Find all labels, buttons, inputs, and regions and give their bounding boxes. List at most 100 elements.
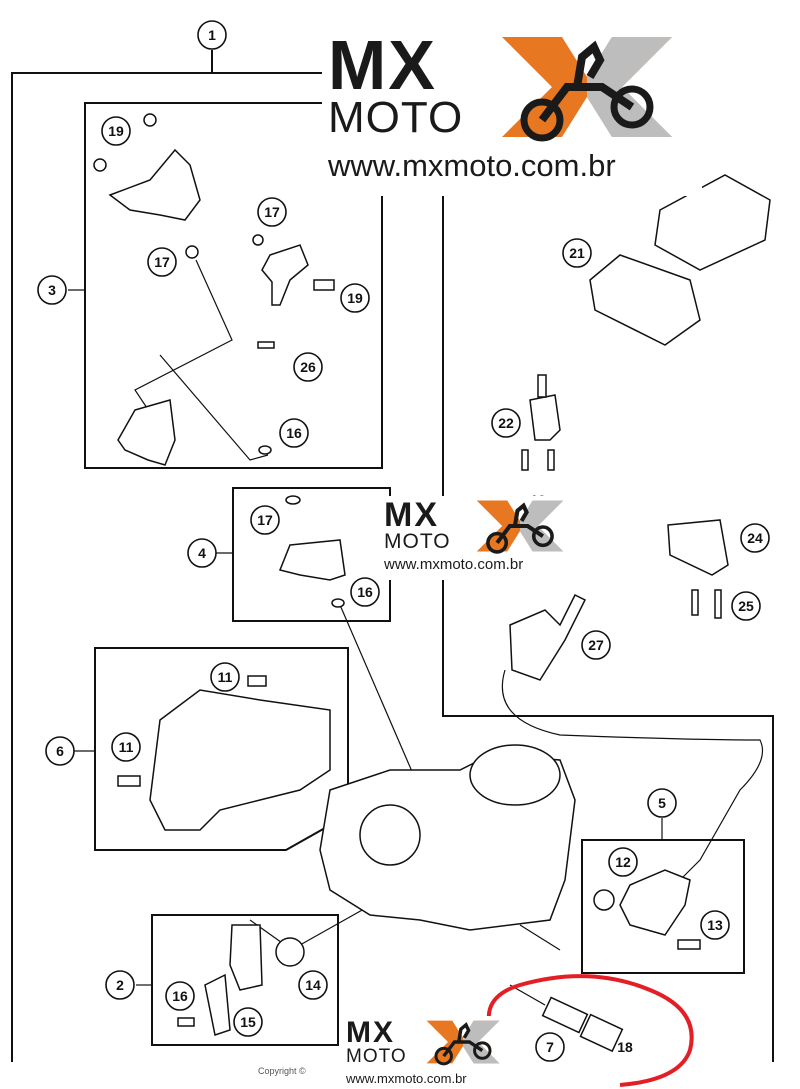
throttle-cover xyxy=(149,689,331,831)
svg-text:4: 4 xyxy=(198,545,206,561)
brand-mx: MX xyxy=(384,496,439,534)
svg-text:1: 1 xyxy=(208,27,216,43)
callout-11b: 11 xyxy=(111,732,141,762)
bolt-25a xyxy=(691,589,699,616)
oring-14 xyxy=(275,937,305,967)
pin-26 xyxy=(257,341,275,349)
ecu-lower xyxy=(589,254,701,346)
callout-3: 3 xyxy=(37,275,67,305)
callout-25: 25 xyxy=(731,591,761,621)
brand-moto: MOTO xyxy=(328,93,464,142)
seal-18 xyxy=(331,598,345,608)
svg-text:16: 16 xyxy=(286,425,302,441)
callout-16c: 16 xyxy=(350,577,380,607)
bracket-part xyxy=(108,148,201,221)
svg-text:7: 7 xyxy=(546,1039,554,1055)
svg-text:25: 25 xyxy=(738,598,754,614)
svg-text:2: 2 xyxy=(116,977,124,993)
screw-16 xyxy=(177,1017,195,1027)
svg-text:11: 11 xyxy=(218,669,233,685)
screw-11b xyxy=(117,775,141,787)
lever-15 xyxy=(204,973,231,1036)
watermark-logo-mid: MX MOTO www.mxmoto.com.br xyxy=(378,496,578,580)
svg-text:11: 11 xyxy=(119,739,134,755)
callout-19b: 19 xyxy=(340,283,370,313)
idle-sensor xyxy=(619,869,691,936)
pressure-sensor xyxy=(261,244,309,306)
callout-18: 18 xyxy=(617,1039,633,1055)
svg-text:21: 21 xyxy=(569,245,585,261)
callout-22: 22 xyxy=(491,408,521,438)
motocross-rider-icon xyxy=(426,1020,500,1066)
callout-26: 26 xyxy=(293,352,323,382)
callout-24: 24 xyxy=(740,523,770,553)
svg-text:14: 14 xyxy=(305,977,321,993)
motocross-rider-icon xyxy=(502,37,672,142)
svg-text:22: 22 xyxy=(498,415,514,431)
sensor-22 xyxy=(529,394,561,441)
oring-12 xyxy=(593,889,615,911)
svg-text:19: 19 xyxy=(108,123,124,139)
brand-url: www.mxmoto.com.br xyxy=(384,556,524,573)
callout-21: 21 xyxy=(562,238,592,268)
throttle-pulley xyxy=(359,804,421,866)
callout-5: 5 xyxy=(647,788,677,818)
injector-line-a xyxy=(134,259,233,421)
svg-text:17: 17 xyxy=(264,204,280,220)
tps-sensor xyxy=(229,924,263,991)
injector-line-b xyxy=(159,354,269,461)
svg-text:17: 17 xyxy=(154,254,170,270)
valve-7-body xyxy=(541,996,589,1034)
bolt-19c xyxy=(313,279,335,291)
brand-moto: MOTO xyxy=(346,1046,407,1067)
oring-17a xyxy=(185,245,199,259)
callout-17a: 17 xyxy=(257,197,287,227)
injector-4 xyxy=(278,539,346,581)
callout-13: 13 xyxy=(700,910,730,940)
assembly-frame xyxy=(11,72,330,1062)
brand-moto: MOTO xyxy=(384,530,451,553)
brand-url: www.mxmoto.com.br xyxy=(346,1071,467,1086)
callout-17c: 17 xyxy=(250,505,280,535)
sensor-24 xyxy=(667,519,729,576)
leader-12-14 xyxy=(249,919,286,946)
ecu-upper xyxy=(654,174,771,271)
seal-16a xyxy=(258,445,272,455)
oring-17c xyxy=(285,495,301,505)
svg-text:17: 17 xyxy=(257,512,273,528)
callout-7: 7 xyxy=(535,1032,565,1062)
frame-right xyxy=(442,190,774,1062)
svg-text:15: 15 xyxy=(240,1014,256,1030)
sensor-27 xyxy=(509,593,587,681)
bolt-25b xyxy=(714,589,722,619)
callout-27: 27 xyxy=(581,630,611,660)
callout-12: 12 xyxy=(608,847,638,877)
copyright-footer: Copyright © xyxy=(258,1066,306,1076)
sensor-22-stem xyxy=(537,374,547,398)
svg-text:16: 16 xyxy=(357,584,373,600)
cable-27 xyxy=(501,669,764,881)
injector-line-c xyxy=(339,604,421,791)
group-2-box xyxy=(151,914,339,1046)
svg-text:12: 12 xyxy=(615,854,631,870)
highlight-ring xyxy=(486,974,694,1087)
callout-6: 6 xyxy=(45,736,75,766)
callout-11a: 11 xyxy=(210,662,240,692)
bolt-19a xyxy=(143,113,157,127)
callout-16b: 16 xyxy=(279,418,309,448)
brand-url: www.mxmoto.com.br xyxy=(328,148,616,183)
watermark-logo-main: MX MOTO www.mxmoto.com.br xyxy=(322,26,702,196)
callout-2: 2 xyxy=(105,970,135,1000)
screw-13 xyxy=(677,939,701,950)
screw-11a xyxy=(247,675,267,687)
watermark-logo-bottom: MX MOTO www.mxmoto.com.br xyxy=(340,1016,510,1089)
callout-14: 14 xyxy=(298,970,328,1000)
svg-text:24: 24 xyxy=(747,530,763,546)
group-5-box xyxy=(581,839,745,974)
callout-19a: 19 xyxy=(101,116,131,146)
motocross-rider-icon xyxy=(476,500,564,554)
brand-mx: MX xyxy=(346,1016,395,1049)
callout-17b: 17 xyxy=(147,247,177,277)
brand-mx: MX xyxy=(328,26,437,104)
